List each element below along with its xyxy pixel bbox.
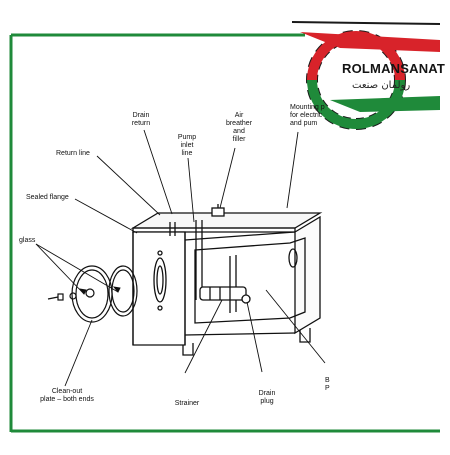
- clean-out-parts: [47, 265, 138, 323]
- label-pump-inlet-line: Pump inlet line: [177, 134, 197, 157]
- swoosh-green-icon: [330, 96, 440, 112]
- label-mounting-plate: Mounting p for electric and pum: [290, 104, 325, 127]
- label-sealed-flange: Sealed flange: [26, 194, 69, 201]
- green-frame: [9, 33, 440, 433]
- brand-logo: [291, 21, 441, 130]
- label-strainer: Strainer: [174, 400, 200, 407]
- label-drain-plug: Drain plug: [258, 390, 276, 405]
- label-clean-out-plate: Clean-out plate – both ends: [40, 388, 94, 403]
- label-glass: glass: [19, 237, 36, 244]
- leader-lines: [35, 129, 326, 387]
- reservoir-tank: [130, 204, 323, 356]
- label-drain-return: Drain return: [131, 112, 151, 127]
- swoosh-red-icon: [300, 32, 440, 52]
- label-air-breather: Air breather and filler: [225, 112, 253, 143]
- brand-name: ROLMANSANAT: [342, 61, 446, 76]
- label-baffle-plate: B P: [325, 377, 330, 392]
- label-return-line: Return line: [56, 150, 90, 157]
- brand-name-persian: رولمان صنعت: [352, 80, 411, 91]
